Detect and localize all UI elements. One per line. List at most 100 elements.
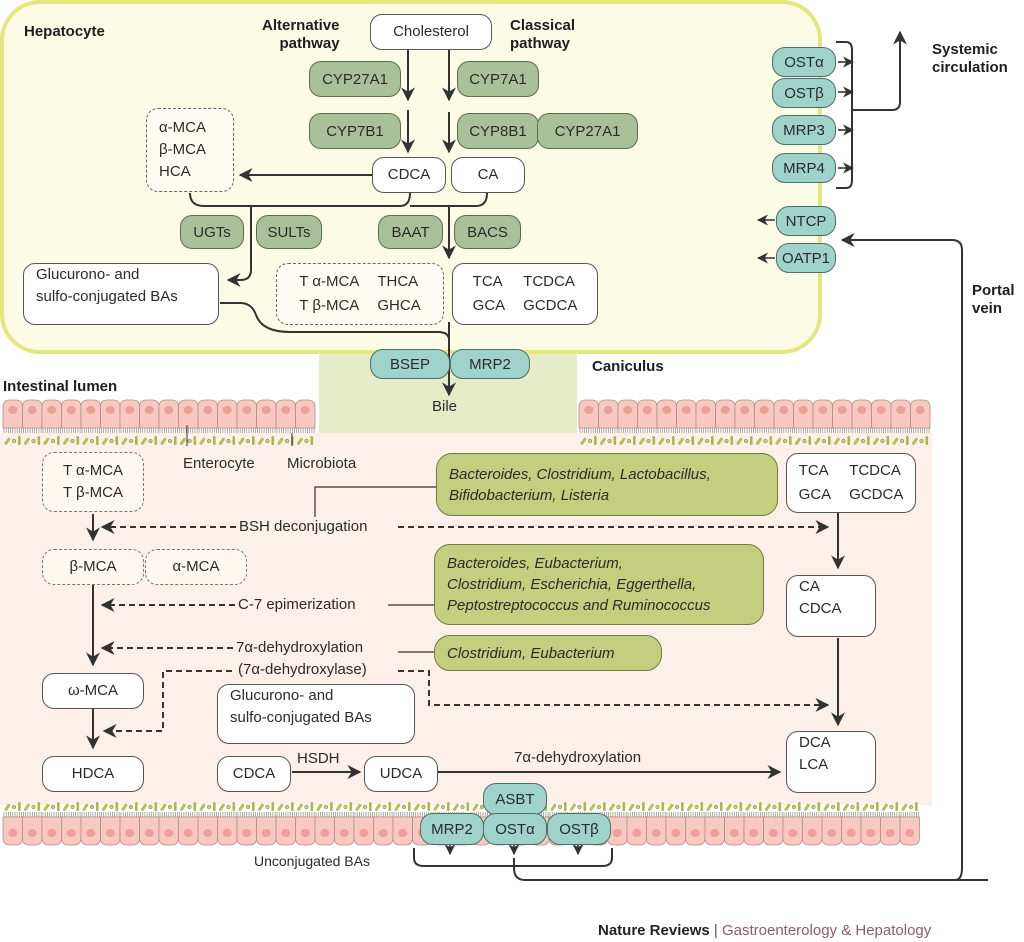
transporter-mrp2-intestinal[interactable]: MRP2: [420, 813, 484, 845]
microbiota-rod: [277, 803, 284, 811]
ca-cdca-box[interactable]: CA CDCA: [786, 575, 876, 637]
amca-node[interactable]: α-MCA: [145, 549, 247, 585]
microbiota-rod: [700, 802, 704, 811]
microbiota-coccus: [284, 804, 290, 810]
enterocyte-nucleus: [222, 406, 232, 414]
transporter-mrp4[interactable]: MRP4: [772, 153, 836, 183]
microbiota-rod: [847, 436, 851, 445]
microbiota-rod: [828, 436, 831, 445]
transporter-mrp3[interactable]: MRP3: [772, 115, 836, 145]
microbiota-rod: [349, 802, 353, 811]
unconjugated-bas-label: Unconjugated BAs: [254, 853, 370, 869]
conjugated-grid-int: TCA TCDCA GCA GCDCA: [799, 460, 904, 506]
microbiota-coccus: [382, 804, 387, 810]
conjugated-ba-box-intestinal[interactable]: TCA TCDCA GCA GCDCA: [786, 453, 916, 513]
enterocyte-nucleus: [798, 406, 808, 414]
enzyme-cyp27a1-alt[interactable]: CYP27A1: [309, 61, 401, 97]
microvilli: [218, 812, 237, 817]
microbiota-rod: [564, 802, 567, 811]
transporter-ntcp[interactable]: NTCP: [776, 206, 836, 236]
enzyme-ugts[interactable]: UGTs: [180, 215, 244, 249]
microbiota-rod: [23, 437, 30, 445]
microbiota-coccus: [460, 804, 465, 810]
microbiota-coccus: [685, 438, 690, 444]
transporter-ostb-intestinal[interactable]: OSTβ: [547, 813, 611, 845]
enterocyte-nucleus: [612, 829, 622, 837]
microvilli: [276, 428, 295, 433]
ca-node[interactable]: CA: [451, 157, 525, 193]
microbiota-rod: [589, 803, 596, 811]
bacteria-bsh-line1: Bacteroides, Clostridium, Lactobacillus,: [449, 465, 711, 483]
transporter-mrp2-canalicular[interactable]: MRP2: [450, 349, 530, 379]
enzyme-baat[interactable]: BAAT: [378, 215, 443, 249]
microvilli: [374, 812, 393, 817]
microbiota-rod: [232, 802, 236, 811]
enterocyte-nucleus: [710, 829, 720, 837]
transporter-ostb-hepatic[interactable]: OSTβ: [772, 78, 836, 108]
enzyme-bacs[interactable]: BACS: [454, 215, 521, 249]
microbiota-rod: [892, 437, 899, 445]
bacteria-dehydrox-box[interactable]: Clostridium, Eubacterium: [434, 635, 662, 671]
microvilli: [23, 428, 42, 433]
cdca-node-intestinal[interactable]: CDCA: [217, 756, 291, 792]
microvilli: [335, 812, 354, 817]
microbiota-rod: [135, 436, 138, 445]
mca-hca-box[interactable]: α-MCA β-MCA HCA: [146, 108, 234, 192]
microbiota-coccus: [206, 438, 212, 444]
microvilli: [393, 812, 412, 817]
microbiota-rod: [369, 802, 372, 811]
ghca: GHCA: [377, 297, 421, 314]
tmca-box-intestinal[interactable]: T α-MCA T β-MCA: [42, 452, 144, 512]
thca: THCA: [377, 273, 419, 290]
t-beta-mca: T β-MCA: [299, 297, 360, 314]
dashed-dehydroxylase-right: [398, 670, 830, 712]
enterocyte-nucleus: [222, 829, 232, 837]
enterocyte-nucleus: [105, 406, 115, 414]
microbiota-rod: [778, 802, 782, 811]
tauro-mca-box[interactable]: T α-MCA THCA T β-MCA GHCA: [276, 263, 444, 325]
omca-node[interactable]: ω-MCA: [42, 673, 144, 709]
microvilli: [794, 428, 813, 433]
microbiota-coccus: [880, 438, 885, 444]
transporter-oatp1[interactable]: OATP1: [776, 243, 836, 273]
enzyme-cyp7a1[interactable]: CYP7A1: [457, 61, 539, 97]
microvilli: [686, 812, 705, 817]
transporter-osta-intestinal[interactable]: OSTα: [483, 813, 547, 845]
enzyme-sults[interactable]: SULTs: [256, 215, 322, 249]
cholesterol-node[interactable]: Cholesterol: [370, 14, 492, 50]
microbiota-coccus: [128, 438, 134, 444]
bmca-node[interactable]: β-MCA: [42, 549, 144, 585]
transporter-asbt[interactable]: ASBT: [483, 783, 547, 815]
enterocyte-nucleus: [300, 406, 310, 414]
enzyme-cyp8b1[interactable]: CYP8B1: [457, 113, 539, 149]
bacteria-c7-box[interactable]: Bacteroides, Eubacterium, Clostridium, E…: [434, 544, 764, 625]
conjugated-ba-box-hepatic[interactable]: TCA TCDCA GCA GCDCA: [452, 263, 598, 325]
enzyme-cyp7b1[interactable]: CYP7B1: [309, 113, 401, 149]
microbiota-rod: [101, 437, 108, 445]
microbiota-rod: [408, 802, 411, 811]
microbiota-rod: [925, 436, 929, 445]
enterocyte-nucleus: [885, 829, 895, 837]
transporter-bsep[interactable]: BSEP: [370, 349, 450, 379]
glucurono-sulfo-box-intestinal[interactable]: Glucurono- and sulfo-conjugated BAs: [217, 684, 415, 744]
microvilli: [579, 428, 598, 433]
microbiota-rod: [199, 437, 206, 445]
dca-lca-box[interactable]: DCA LCA: [786, 731, 876, 793]
microvilli: [179, 428, 198, 433]
microbiota-coccus: [899, 438, 905, 444]
enzyme-cyp27a1-classical[interactable]: CYP27A1: [537, 113, 638, 149]
enterocyte-label: Enterocyte: [183, 455, 255, 472]
glucurono-sulfo-box-hepatic[interactable]: Glucurono- and sulfo-conjugated BAs: [23, 263, 219, 325]
credit-subjournal: Gastroenterology & Hepatology: [721, 922, 932, 939]
udca-node[interactable]: UDCA: [364, 756, 438, 792]
microbiota-coccus: [167, 438, 173, 444]
transporter-osta-hepatic[interactable]: OSTα: [772, 47, 836, 77]
hdca-node[interactable]: HDCA: [42, 756, 144, 792]
microbiota-rod: [677, 437, 684, 445]
bacteria-bsh-box[interactable]: Bacteroides, Clostridium, Lactobacillus,…: [436, 453, 778, 516]
cdca-node[interactable]: CDCA: [372, 157, 446, 193]
gcdca-int: GCDCA: [849, 486, 904, 503]
microbiota-coccus: [811, 804, 816, 810]
microbiota-rod: [96, 436, 99, 445]
bsh-deconjugation-label: BSH deconjugation: [239, 518, 368, 535]
